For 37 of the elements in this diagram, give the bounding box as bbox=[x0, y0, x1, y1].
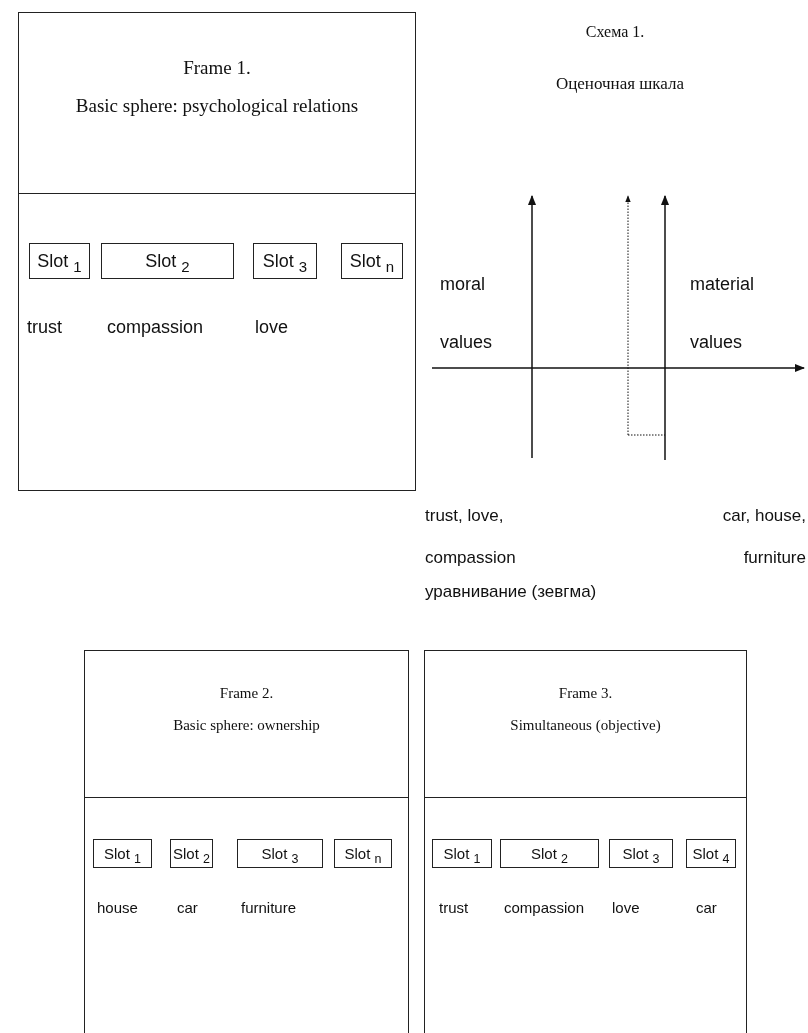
frame-subtitle: Basic sphere: psychological relations bbox=[74, 95, 360, 117]
slot-value: compassion bbox=[107, 317, 204, 338]
scheme-title: Схема 1. bbox=[584, 22, 646, 42]
slot-value: car bbox=[696, 899, 717, 916]
slot-value: love bbox=[255, 317, 289, 338]
slot-box: Slot $_{3}$ bbox=[609, 839, 673, 868]
scheme-subtitle: Оценочная шкала bbox=[554, 74, 686, 94]
value-list: car, house, furniture bbox=[680, 495, 806, 579]
frame-title: Frame 2. bbox=[218, 685, 275, 702]
slot-box: Slot $_{3}$ bbox=[237, 839, 323, 868]
slot-value: house bbox=[97, 899, 138, 916]
slot-box: Slot $_{n}$ bbox=[341, 243, 403, 279]
slot-box: Slot $_{1}$ bbox=[29, 243, 90, 279]
slot-value: car bbox=[177, 899, 198, 916]
slot-box: Slot $_{2}$ bbox=[101, 243, 234, 279]
slot-value: furniture bbox=[241, 899, 297, 916]
slot-box: Slot $_{1}$ bbox=[93, 839, 152, 868]
slot-value: love bbox=[612, 899, 640, 916]
frame-box bbox=[84, 650, 409, 1033]
slot-box: Slot $_{3}$ bbox=[253, 243, 317, 279]
axis-label: moral values bbox=[440, 273, 494, 354]
frame-subtitle: Basic sphere: ownership bbox=[172, 717, 321, 734]
slot-box: Slot $_{2}$ bbox=[500, 839, 599, 868]
frame-box bbox=[424, 650, 747, 1033]
note-text: уравнивание (зевгма) bbox=[425, 581, 598, 603]
slot-box: Slot $_{4}$ bbox=[686, 839, 736, 868]
frame-subtitle: Simultaneous (objective) bbox=[509, 717, 662, 734]
frame-title: Frame 1. bbox=[182, 57, 252, 79]
axis-label: material values bbox=[690, 273, 756, 354]
frame-title: Frame 3. bbox=[557, 685, 614, 702]
slot-box: Slot $_{2}$ bbox=[170, 839, 213, 868]
slot-box: Slot $_{n}$ bbox=[334, 839, 392, 868]
slot-value: trust bbox=[27, 317, 62, 338]
frame-box bbox=[18, 12, 416, 491]
slot-box: Slot $_{1}$ bbox=[432, 839, 492, 868]
slot-value: compassion bbox=[504, 899, 585, 916]
slot-value: trust bbox=[439, 899, 469, 916]
